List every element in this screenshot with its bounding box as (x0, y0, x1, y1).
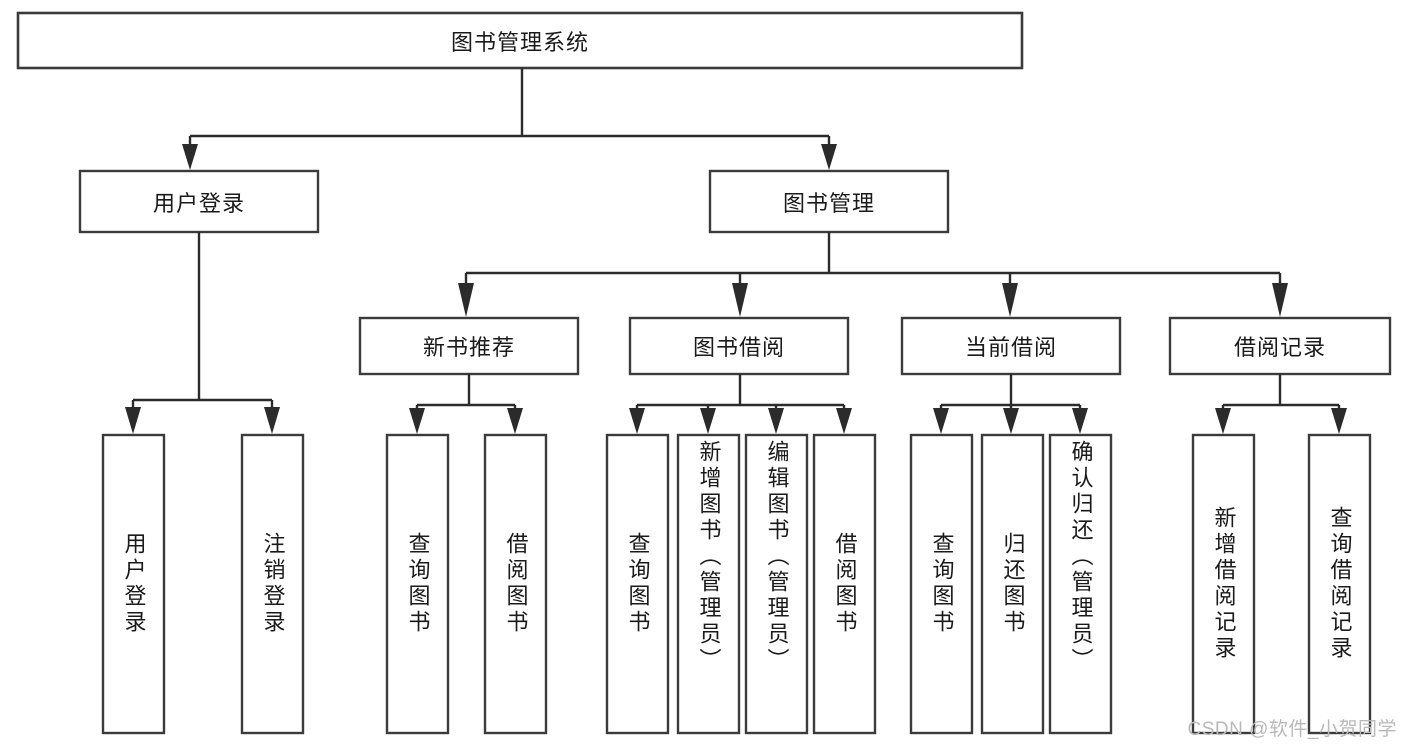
leaf-box-logout[interactable] (240, 433, 305, 735)
node-box-user-login[interactable] (78, 169, 320, 234)
arrowhead-leaf-query-book-2 (629, 408, 645, 434)
arrowhead-borrow-record (1272, 283, 1288, 317)
arrowhead-leaf-add-book (700, 408, 716, 434)
leaf-box-add-book[interactable] (676, 433, 741, 735)
leaf-box-edit-book[interactable] (744, 433, 809, 735)
leaf-box-borrow-book-2[interactable] (812, 433, 877, 735)
csdn-watermark: CSDN @软件_小贺同学 (1187, 719, 1397, 740)
leaf-box-query-record[interactable] (1307, 433, 1372, 735)
arrowhead-leaf-return-book (1003, 408, 1019, 434)
arrowhead-book-manage (821, 144, 837, 170)
leaf-box-query-book-2[interactable] (605, 433, 670, 735)
arrowhead-book-borrow (732, 283, 748, 317)
arrowhead-leaf-query-book-1 (409, 408, 425, 434)
node-box-book-borrow[interactable] (628, 316, 850, 376)
arrowhead-current-borrow (1002, 283, 1018, 317)
leaf-box-return-book[interactable] (980, 433, 1045, 735)
leaf-box-user-login[interactable] (101, 433, 166, 735)
arrowhead-leaf-add-record (1215, 408, 1231, 434)
arrowhead-new-book-rec (458, 283, 474, 317)
arrowhead-leaf-query-record (1331, 408, 1347, 434)
leaf-box-query-book-3[interactable] (909, 433, 974, 735)
arrowhead-leaf-confirm-return (1072, 408, 1088, 434)
leaf-box-confirm-return[interactable] (1048, 433, 1113, 735)
arrowhead-user-login (182, 144, 198, 170)
node-box-book-manage[interactable] (708, 169, 950, 234)
node-box-current-borrow[interactable] (900, 316, 1122, 376)
leaf-box-query-book-1[interactable] (385, 433, 450, 735)
arrowhead-leaf-borrow-book-2 (836, 408, 852, 434)
arrowhead-leaf-borrow-book-1 (507, 408, 523, 434)
node-box-root[interactable] (16, 11, 1024, 70)
arrowhead-leaf-query-book-3 (933, 408, 949, 434)
leaf-box-borrow-book-1[interactable] (483, 433, 548, 735)
leaf-box-add-record[interactable] (1191, 433, 1256, 735)
arrowhead-leaf-user-login (125, 407, 141, 434)
arrowhead-leaf-logout (264, 407, 280, 434)
node-box-borrow-record[interactable] (1168, 316, 1392, 376)
arrowhead-leaf-edit-book (768, 408, 784, 434)
node-box-new-book-rec[interactable] (358, 316, 580, 376)
